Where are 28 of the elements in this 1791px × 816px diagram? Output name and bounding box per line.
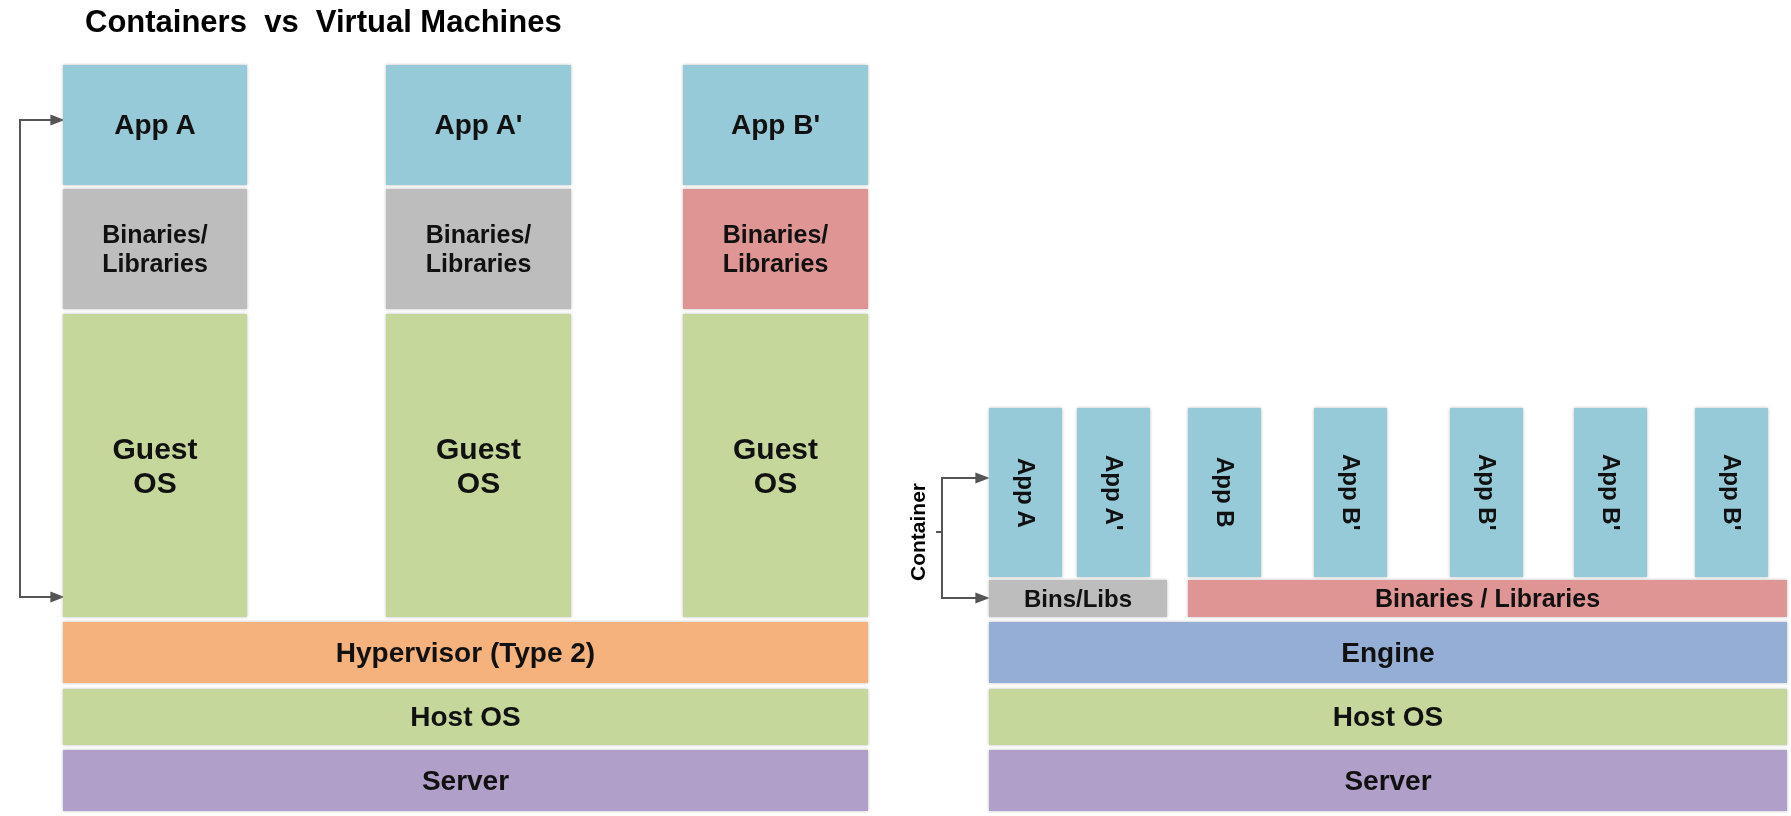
container-label: Container <box>906 483 930 581</box>
server-layer: Server <box>989 750 1787 811</box>
libraries-box: Binaries/ Libraries <box>386 189 571 309</box>
hypervisor-layer: Hypervisor (Type 2) <box>63 622 868 683</box>
engine-layer: Engine <box>989 622 1787 683</box>
bracket-arrow <box>19 114 65 603</box>
guest-os-box: Guest OS <box>386 314 571 617</box>
app-box: App B <box>1188 408 1261 577</box>
app-box: App B' <box>1574 408 1647 577</box>
app-box: App B' <box>1450 408 1523 577</box>
server-layer: Server <box>63 750 868 811</box>
app-box: App A <box>989 408 1062 577</box>
libraries-box: Binaries/ Libraries <box>683 189 868 309</box>
libraries-box: Binaries / Libraries <box>1188 580 1787 617</box>
app-box: App B' <box>683 65 868 185</box>
libraries-box: Binaries/ Libraries <box>63 189 247 309</box>
guest-os-box: Guest OS <box>63 314 247 617</box>
host-os-layer: Host OS <box>63 689 868 745</box>
libraries-box: Bins/Libs <box>989 580 1167 617</box>
app-box: App B' <box>1314 408 1387 577</box>
guest-os-box: Guest OS <box>683 314 868 617</box>
app-box: App A' <box>1077 408 1150 577</box>
app-box: App B' <box>1695 408 1768 577</box>
bracket-arrow <box>935 531 990 604</box>
diagram-title: Containers vs Virtual Machines <box>85 4 562 40</box>
app-box: App A' <box>386 65 571 185</box>
host-os-layer: Host OS <box>989 689 1787 745</box>
app-box: App A <box>63 65 247 185</box>
